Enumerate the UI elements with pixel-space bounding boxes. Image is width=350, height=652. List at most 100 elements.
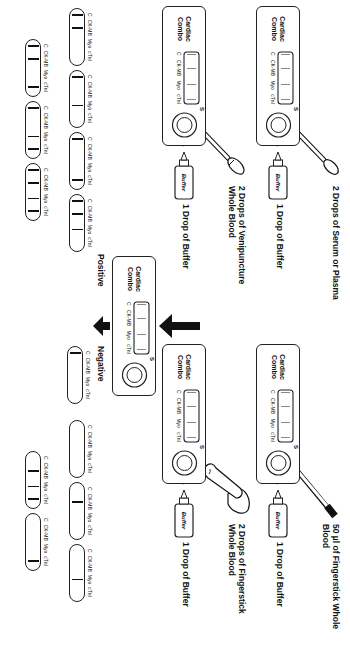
line-mark: CK-MB — [85, 358, 91, 374]
sample-well — [123, 363, 147, 387]
strip-window — [26, 163, 42, 221]
result-strip: CCK-MBMyocTnI — [70, 482, 93, 540]
window-marks: CCK-MBMyocTnI — [176, 390, 182, 442]
sample-well-inner — [271, 118, 286, 133]
bottle-label: Buffer — [174, 166, 194, 199]
strip-marks: CCK-MBMyocTnI — [43, 39, 49, 97]
line-mark: C — [87, 549, 93, 553]
window-tick — [137, 349, 146, 350]
line-mark: C — [126, 302, 132, 306]
bottle-label: Buffer — [268, 504, 288, 537]
line-mark: Myo — [176, 418, 182, 427]
line-mark: cTnI — [176, 94, 182, 104]
result-strip: C CK-MB Myo cTnI — [68, 346, 91, 404]
strip-marks: CCK-MBMyocTnI — [87, 194, 93, 252]
result-window — [134, 302, 149, 354]
test-line — [29, 107, 40, 109]
line-mark: cTnI — [176, 432, 182, 442]
sample-well — [267, 113, 291, 137]
line-mark: C — [270, 52, 276, 56]
strip-marks: C CK-MB Myo cTnI — [85, 346, 91, 404]
sample-well-inner — [177, 456, 192, 471]
line-mark: Myo — [43, 70, 49, 79]
line-mark: Myo — [43, 194, 49, 203]
strip-marks: CCK-MBMyocTnI — [43, 101, 49, 159]
test-line — [29, 86, 40, 88]
line-mark: CK-MB — [87, 144, 93, 160]
line-mark: CK-MB — [87, 556, 93, 572]
line-mark: cTnI — [43, 494, 49, 504]
test-line — [73, 105, 84, 107]
line-mark: C — [87, 487, 93, 491]
line-mark: Myo — [43, 482, 49, 491]
line-mark: C — [87, 13, 93, 17]
cassette-name: Cardiac Combo — [176, 348, 191, 386]
result-strip: CCK-MBMyocTnI — [26, 101, 49, 159]
sample-well — [173, 113, 197, 137]
test-line — [29, 210, 40, 212]
line-mark: CK-MB — [176, 398, 182, 414]
strip-window — [26, 39, 42, 97]
result-heading: Negative — [95, 346, 105, 381]
line-mark: Myo — [43, 132, 49, 141]
line-mark: CK-MB — [270, 398, 276, 414]
line-mark: C — [43, 44, 49, 48]
strip-marks: CCK-MBMyocTnI — [87, 544, 93, 602]
line-mark: C — [85, 351, 91, 355]
cassette-name: Cardiac Combo — [176, 10, 191, 48]
line-mark: C — [43, 456, 49, 460]
result-strip: CCK-MBMyocTnI — [70, 194, 93, 252]
strip-window — [70, 544, 86, 602]
line-mark: CK-MB — [87, 432, 93, 448]
test-line — [29, 182, 40, 184]
test-line — [71, 352, 82, 354]
test-line — [29, 498, 40, 500]
step-text: 2 Drops of Venipuncture Whole Blood — [226, 186, 246, 300]
buffer-bottle: Buffer — [174, 152, 194, 200]
window-tick — [137, 334, 146, 335]
test-line — [29, 45, 40, 47]
window-tick — [137, 304, 146, 305]
line-mark: CK-MB — [43, 525, 49, 541]
strip-marks: CCK-MBMyocTnI — [87, 8, 93, 66]
test-cassette: Cardiac ComboSCCK-MBMyocTnI — [256, 6, 300, 146]
strip-window — [70, 132, 86, 190]
test-cassette: Cardiac ComboSCCK-MBMyocTnI — [162, 344, 206, 484]
strip-window — [68, 346, 84, 404]
line-mark: C — [87, 137, 93, 141]
test-line — [29, 148, 40, 150]
test-line — [29, 486, 40, 488]
result-strip: CCK-MBMyocTnI — [26, 39, 49, 97]
line-mark: cTnI — [87, 237, 93, 247]
line-mark: CK-MB — [43, 113, 49, 129]
well-letter: S — [149, 357, 155, 361]
bottle-body — [269, 504, 287, 537]
sample-well-inner — [127, 368, 142, 383]
bottle-tip — [275, 490, 281, 498]
test-line — [73, 579, 84, 581]
test-line — [29, 470, 40, 472]
window-tick — [187, 84, 196, 85]
well-letter: S — [199, 445, 205, 449]
cassette-name: Cardiac Combo — [270, 348, 285, 386]
result-strip: CCK-MBMyocTnI — [26, 163, 49, 221]
line-mark: Myo — [85, 377, 91, 386]
well-letter: S — [293, 107, 299, 111]
line-mark: CK-MB — [270, 60, 276, 76]
line-mark: Myo — [87, 101, 93, 110]
test-line — [73, 14, 84, 16]
line-mark: cTnI — [43, 144, 49, 154]
line-mark: Myo — [270, 80, 276, 89]
test-line — [29, 136, 40, 138]
bottle-label: Buffer — [268, 166, 288, 199]
step-text: 2 Drops of Serum or Plasma — [330, 186, 340, 300]
strip-marks: CCK-MBMyocTnI — [87, 132, 93, 190]
test-line — [73, 229, 84, 231]
line-mark: cTnI — [85, 389, 91, 399]
step-text: 1 Drop of Buffer — [180, 542, 190, 607]
window-tick — [137, 318, 146, 319]
bottle-body — [269, 166, 287, 199]
strip-window — [26, 451, 42, 509]
test-line — [73, 200, 84, 202]
